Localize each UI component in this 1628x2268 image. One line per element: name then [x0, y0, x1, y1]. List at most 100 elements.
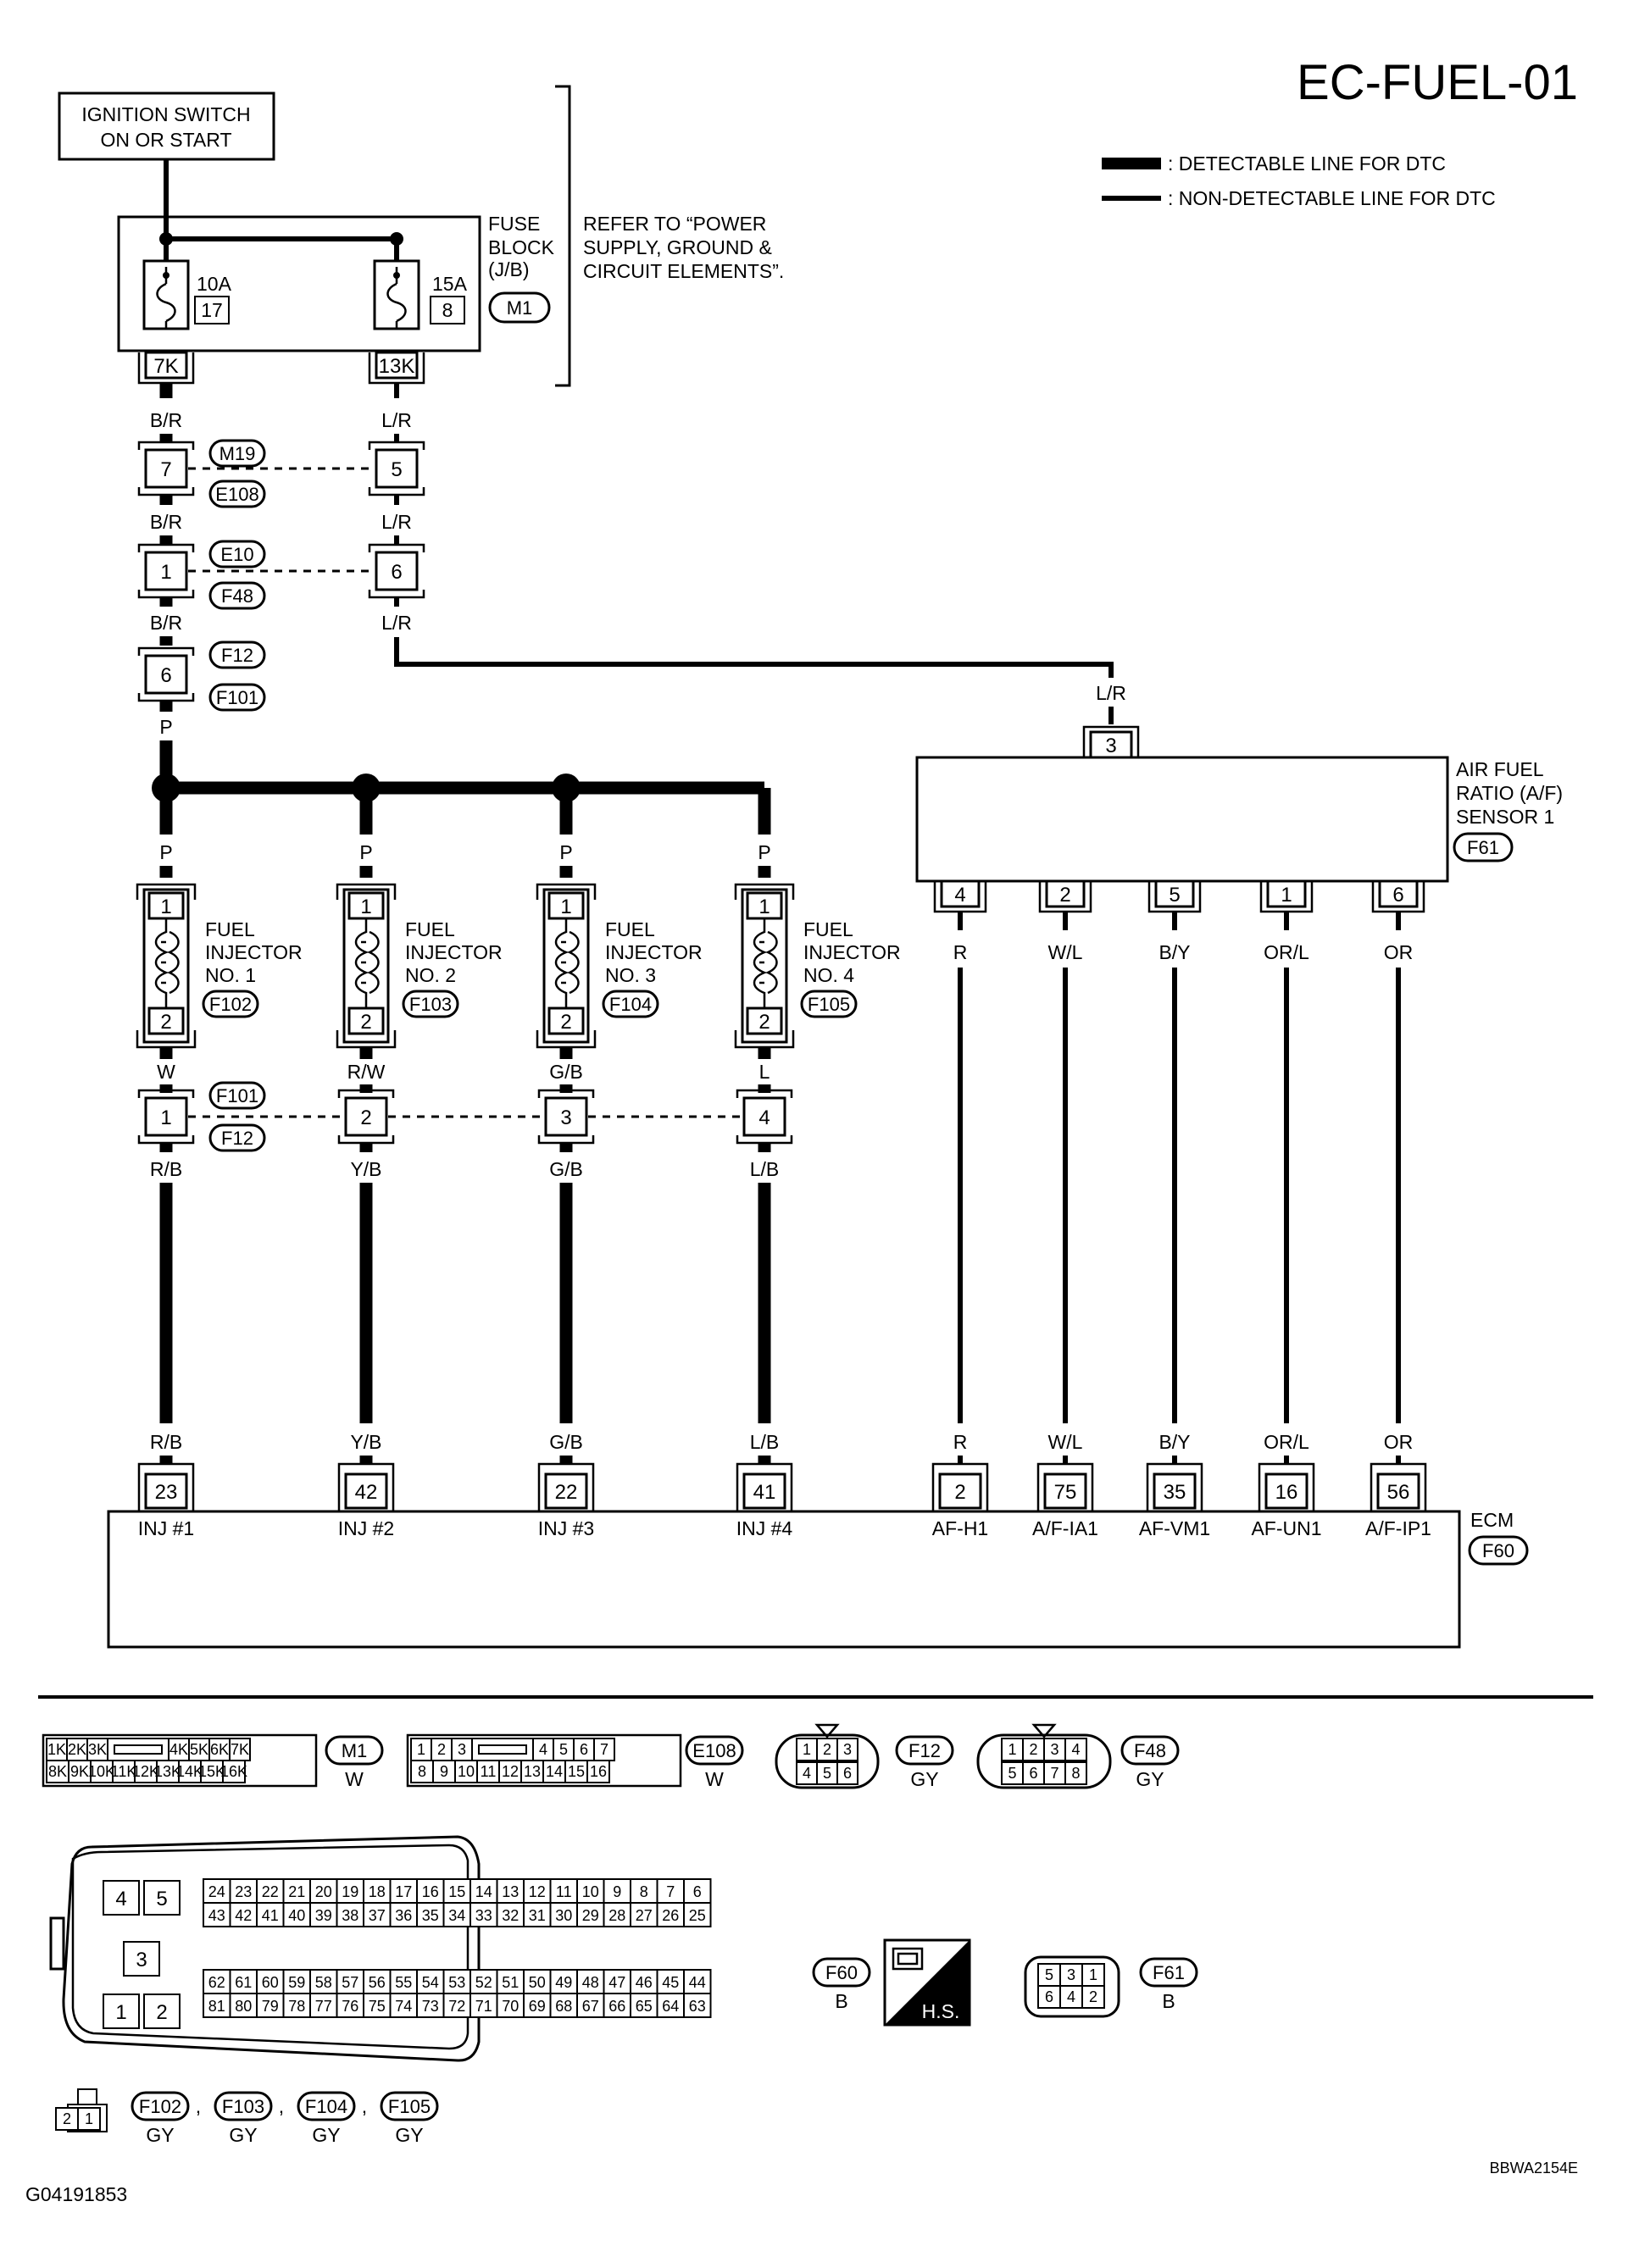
- injector-coil-icon: [154, 918, 169, 1008]
- m1-pin: 7K: [231, 1741, 249, 1758]
- connector-e10: E10: [220, 544, 253, 565]
- ecm-face-pin: 60: [262, 1974, 279, 1991]
- fuse-block-label-1: FUSE: [488, 213, 540, 235]
- connector-f12-inj: F12: [221, 1128, 253, 1149]
- ecm-face-pin: 55: [395, 1974, 412, 1991]
- ecm-terminal-label: AF-VM1: [1139, 1517, 1210, 1539]
- face-f48-color: GY: [1136, 1768, 1164, 1790]
- ecm-face-pin: 76: [342, 1998, 358, 2015]
- ecm-face-pin: 63: [689, 1998, 706, 2015]
- sensor-pin-1: 1: [1281, 884, 1292, 907]
- ecm-face-pin: 6: [693, 1883, 702, 1900]
- ecm-terminal-label: INJ #1: [138, 1517, 194, 1539]
- ecm-face-pin: 40: [288, 1907, 305, 1924]
- fuse-2-rating: 15A: [432, 273, 468, 295]
- connector-m19: M19: [219, 443, 256, 464]
- injector-2-wire-bottom: Y/B: [350, 1158, 381, 1180]
- ecm-face-pin: 66: [608, 1998, 625, 2015]
- pin-m19-5: 5: [391, 458, 402, 481]
- m1-pin: 5K: [190, 1741, 208, 1758]
- injector-3-pin-top: 1: [560, 896, 571, 918]
- face-f61-name: F61: [1153, 1962, 1185, 1983]
- face-f103-name: F103: [222, 2096, 264, 2117]
- ecm-face-pin: 26: [662, 1907, 679, 1924]
- separator: ,: [196, 2095, 201, 2117]
- injector-4-pin-top: 1: [758, 896, 770, 918]
- injector-3-connector: F104: [609, 994, 652, 1015]
- injector-4-connector: F105: [808, 994, 850, 1015]
- injector-face-pin: 1: [85, 2110, 93, 2127]
- ecm-face-pin: 17: [395, 1883, 412, 1900]
- injector-2-label: INJECTOR: [405, 941, 503, 963]
- ecm-face-pin: 8: [640, 1883, 648, 1900]
- injector-1-pin-bottom: 2: [160, 1011, 171, 1034]
- ecm-wire-inj-2: Y/B: [350, 1431, 381, 1453]
- ecm-face-pin: 75: [369, 1998, 386, 2015]
- ecm-face-pin: 33: [475, 1907, 492, 1924]
- f48-pin: 4: [1071, 1741, 1080, 1758]
- connector-f101-top: F101: [216, 687, 258, 708]
- ecm-face-pin: 31: [529, 1907, 546, 1924]
- fuse-block-label-2: BLOCK: [488, 236, 555, 258]
- refer-text-2: SUPPLY, GROUND &: [583, 236, 772, 258]
- sensor-wire-1: R: [953, 941, 968, 963]
- pin-m19-7: 7: [160, 458, 171, 481]
- ecm-wire-sensor-2: W/L: [1048, 1431, 1083, 1453]
- ecm-face-pin: 21: [288, 1883, 305, 1900]
- e108-pin: 14: [546, 1763, 563, 1780]
- wire-br-1: B/R: [150, 409, 182, 431]
- injector-1-wire-bottom: R/B: [150, 1158, 182, 1180]
- connector-f12-top: F12: [221, 645, 253, 666]
- ecm-wire-inj-3: G/B: [549, 1431, 583, 1453]
- sensor-pin-4: 4: [954, 884, 965, 907]
- ecm-face-pin: 18: [369, 1883, 386, 1900]
- ecm-face-pin: 11: [556, 1883, 572, 1900]
- ecm-terminal-label: INJ #4: [736, 1517, 793, 1539]
- face-f104-color: GY: [312, 2124, 340, 2146]
- ecm-face-pin: 61: [235, 1974, 252, 1991]
- af-sensor-connector: F61: [1467, 837, 1499, 858]
- face-f105-color: GY: [395, 2124, 423, 2146]
- af-sensor-label-3: SENSOR 1: [1456, 806, 1554, 828]
- ecm-wire-sensor-1: R: [953, 1431, 968, 1453]
- ecm-face-pin: 45: [662, 1974, 679, 1991]
- injector-4-wire-bottom: L/B: [750, 1158, 780, 1180]
- f61-pin: 5: [1045, 1966, 1053, 1983]
- figure-id: G04191853: [25, 2183, 127, 2205]
- f61-pin: 4: [1067, 1988, 1075, 2005]
- m1-pin: 13K: [154, 1763, 181, 1780]
- ecm-face-pin: 48: [582, 1974, 599, 1991]
- m1-pin: 16K: [220, 1763, 247, 1780]
- legend-non-detectable: : NON-DETECTABLE LINE FOR DTC: [1168, 187, 1496, 209]
- ecm-face-pin: 37: [369, 1907, 386, 1924]
- injector-3-wire-bottom: G/B: [549, 1158, 583, 1180]
- ecm-face-pin: 28: [608, 1907, 625, 1924]
- ecm-face-pin: 56: [369, 1974, 386, 1991]
- e108-pin: 10: [458, 1763, 475, 1780]
- e108-pin: 3: [458, 1741, 466, 1758]
- ecm-face-pin: 47: [608, 1974, 625, 1991]
- sensor-wire-2: W/L: [1048, 941, 1083, 963]
- face-e108-color: W: [705, 1768, 724, 1790]
- injector-coil-icon: [753, 918, 768, 1008]
- face-f12-color: GY: [910, 1768, 938, 1790]
- injector-1-wire-top: P: [159, 841, 172, 863]
- f48-pin: 5: [1008, 1765, 1016, 1782]
- injector-1-join-pin: 1: [160, 1106, 171, 1129]
- f61-pin: 6: [1045, 1988, 1053, 2005]
- injector-2-join-pin: 2: [360, 1106, 371, 1129]
- e108-pin: 12: [502, 1763, 519, 1780]
- ecm-pin-23: 23: [155, 1481, 178, 1504]
- ecm-face-pin: 70: [502, 1998, 519, 2015]
- refer-text-3: CIRCUIT ELEMENTS”.: [583, 260, 784, 282]
- e108-pin: 13: [524, 1763, 541, 1780]
- ecm-face-pin: 2: [156, 2001, 167, 2024]
- injector-coil-icon: [554, 918, 570, 1008]
- injector-4-wire-top: P: [758, 841, 770, 863]
- ecm-face-pin: 44: [689, 1974, 706, 1991]
- face-f102-name: F102: [139, 2096, 181, 2117]
- fuse-terminal-13k: 13K: [379, 355, 415, 378]
- separator: ,: [279, 2095, 284, 2117]
- ecm-label: ECM: [1470, 1509, 1514, 1531]
